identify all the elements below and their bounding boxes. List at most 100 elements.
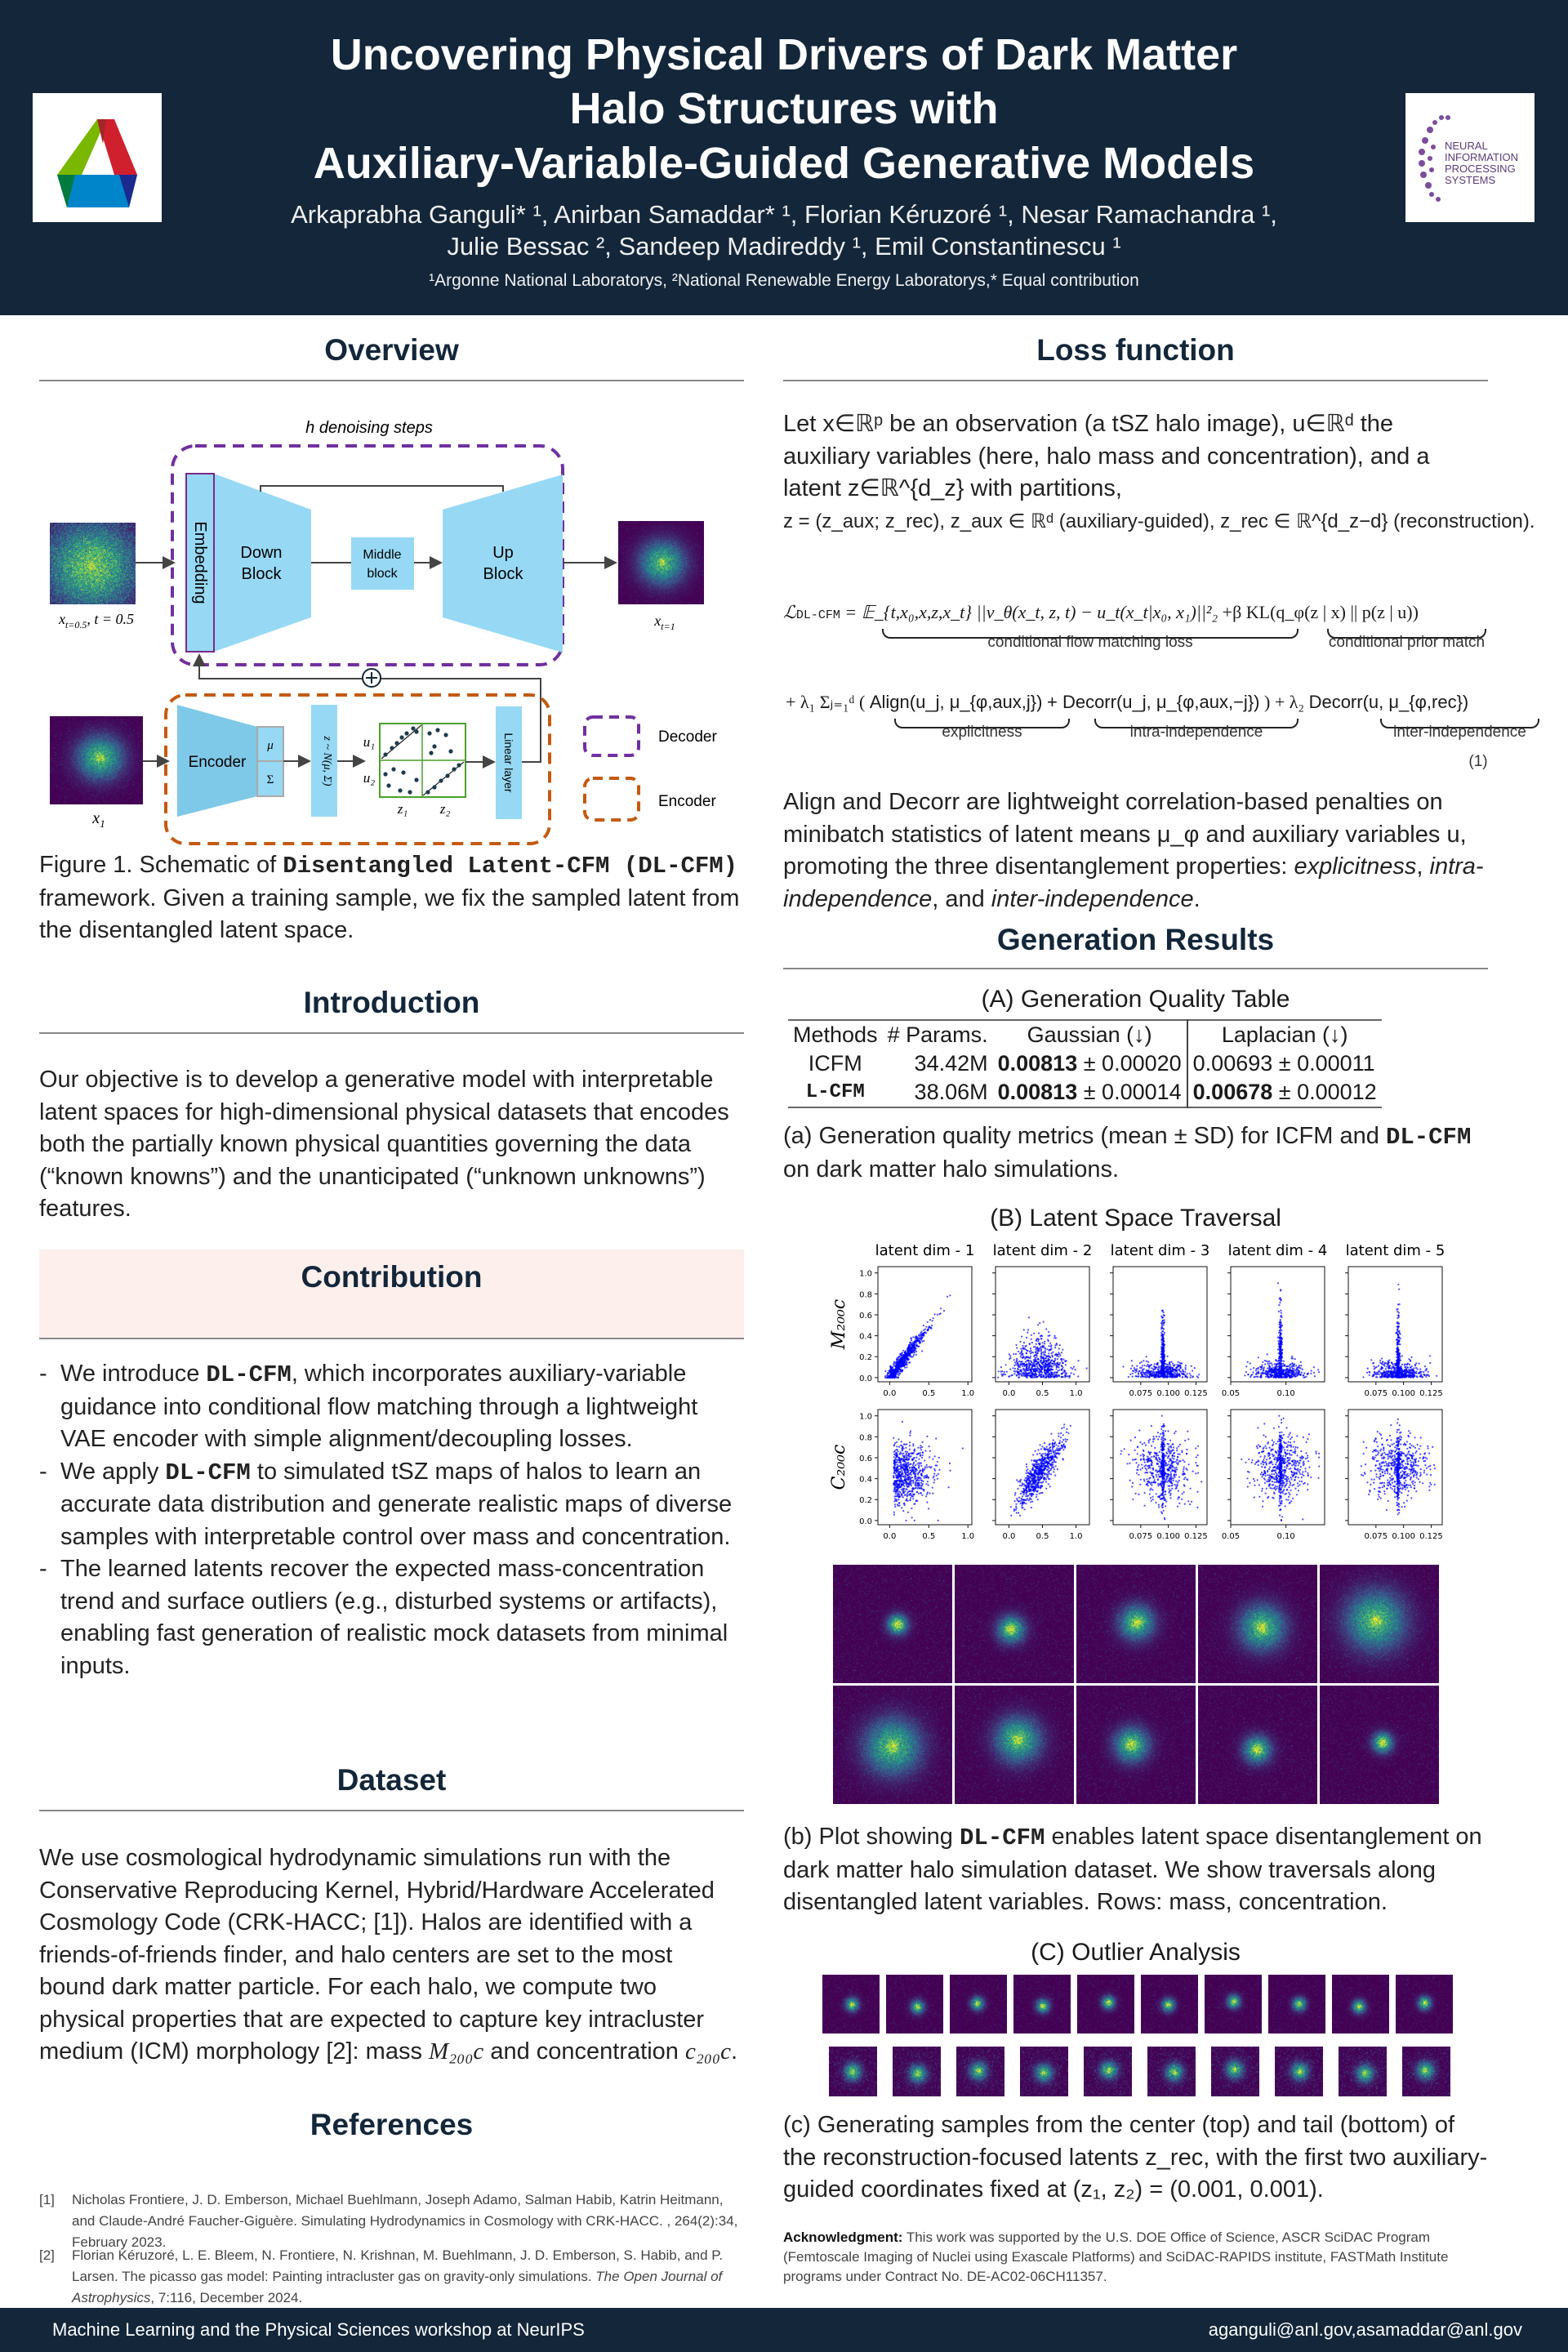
scatter-point bbox=[895, 1361, 898, 1363]
scatter-point bbox=[1179, 1366, 1182, 1369]
scatter-point bbox=[906, 1458, 908, 1461]
scatter-point bbox=[894, 1505, 897, 1508]
scatter-point bbox=[1143, 1373, 1146, 1375]
scatter-point bbox=[910, 1337, 912, 1340]
scatter-point bbox=[919, 1487, 921, 1490]
latent-sample-dot bbox=[398, 788, 403, 793]
scatter-point bbox=[890, 1376, 893, 1379]
scatter-point bbox=[910, 1492, 912, 1495]
scatter-point bbox=[902, 1354, 904, 1356]
scatter-point bbox=[893, 1445, 895, 1447]
scatter-point bbox=[1276, 1282, 1280, 1285]
scatter-point bbox=[1061, 1357, 1063, 1361]
scatter-point bbox=[1035, 1374, 1037, 1376]
loss-equation-line-2: + λ₁ Σⱼ₌₁ᵈ ( Align(u_j, μ_{φ,aux,j}) + D… bbox=[786, 692, 1469, 712]
scatter-point bbox=[898, 1492, 900, 1494]
caption-code: Disentangled Latent-CFM (DL-CFM) bbox=[283, 853, 738, 880]
scatter-point bbox=[1025, 1336, 1028, 1339]
scatter-point bbox=[896, 1503, 899, 1506]
scatter-point bbox=[1184, 1366, 1187, 1369]
scatter-point bbox=[903, 1485, 906, 1487]
scatter-point bbox=[1027, 1475, 1029, 1477]
scatter-point bbox=[1031, 1494, 1033, 1497]
scatter-point bbox=[1040, 1348, 1042, 1350]
scatter-point bbox=[892, 1375, 894, 1378]
scatter-point bbox=[916, 1463, 919, 1465]
scatter-point bbox=[1164, 1359, 1166, 1362]
scatter-point bbox=[926, 1491, 929, 1494]
scatter-point bbox=[1383, 1365, 1386, 1367]
scatter-point bbox=[1423, 1365, 1427, 1368]
scatter-point bbox=[1163, 1373, 1165, 1375]
legend-encoder-label: Encoder bbox=[658, 793, 716, 810]
scatter-point bbox=[1072, 1373, 1075, 1375]
scatter-point bbox=[1405, 1367, 1407, 1370]
scatter-point bbox=[1286, 1365, 1289, 1368]
scatter-point bbox=[1278, 1304, 1281, 1307]
scatter-point bbox=[1036, 1367, 1039, 1370]
scatter-point bbox=[899, 1463, 902, 1466]
column-title: latent dim - 1 bbox=[875, 1242, 975, 1259]
scatter-point bbox=[924, 1468, 926, 1470]
scatter-point bbox=[949, 1469, 951, 1472]
scatter-point bbox=[1400, 1374, 1402, 1376]
scatter-point bbox=[1039, 1444, 1041, 1446]
scatter-point bbox=[1368, 1370, 1370, 1373]
neurips-logo: NEURAL INFORMATION PROCESSING SYSTEMS bbox=[1405, 93, 1535, 222]
scatter-point bbox=[961, 1447, 964, 1450]
scatter-point bbox=[920, 1445, 922, 1447]
scatter-point bbox=[1058, 1364, 1060, 1366]
scatter-point bbox=[898, 1464, 900, 1468]
scatter-point bbox=[1410, 1365, 1413, 1368]
scatter-point bbox=[916, 1481, 919, 1485]
scatter-point bbox=[911, 1356, 913, 1358]
equation-number: (1) bbox=[1468, 753, 1488, 770]
scatter-point bbox=[1015, 1374, 1018, 1377]
scatter-point bbox=[912, 1354, 915, 1356]
scatter-point bbox=[910, 1341, 912, 1343]
scatter-point bbox=[1419, 1375, 1421, 1378]
contribution-item: We apply DL-CFM to simulated tSZ maps of… bbox=[39, 1456, 744, 1554]
scatter-point bbox=[1016, 1371, 1019, 1374]
scatter-point bbox=[921, 1469, 924, 1472]
scatter-point bbox=[910, 1485, 912, 1487]
inter-brace bbox=[1380, 719, 1539, 728]
scatter-point bbox=[1163, 1321, 1165, 1324]
scatter-point bbox=[1384, 1373, 1387, 1375]
scatter-point bbox=[1405, 1369, 1408, 1371]
scatter-point bbox=[933, 1479, 936, 1481]
scatter-point bbox=[894, 1480, 897, 1482]
scatter-point bbox=[897, 1494, 899, 1496]
scatter-point bbox=[1145, 1371, 1147, 1374]
scatter-point bbox=[1184, 1368, 1187, 1370]
scatter-point bbox=[1066, 1428, 1068, 1430]
scatter-point bbox=[1060, 1376, 1062, 1379]
scatter-point bbox=[898, 1499, 900, 1501]
scatter-point bbox=[1271, 1370, 1273, 1373]
scatter-point bbox=[1166, 1374, 1169, 1377]
scatter-point bbox=[1291, 1370, 1294, 1372]
scatter-point bbox=[1293, 1363, 1295, 1366]
scatter-point bbox=[909, 1499, 911, 1501]
scatter-point bbox=[1050, 1473, 1053, 1476]
scatter-point bbox=[898, 1453, 901, 1455]
scatter-point bbox=[1030, 1334, 1033, 1336]
latent-partition: z = (z_aux; z_rec), z_aux ∈ ℝᵈ (auxiliar… bbox=[783, 510, 1535, 532]
scatter-point bbox=[1053, 1451, 1055, 1454]
scatter-point bbox=[929, 1450, 931, 1452]
scatter-point bbox=[1166, 1373, 1169, 1375]
scatter-point bbox=[1008, 1353, 1010, 1356]
scatter-point bbox=[901, 1450, 903, 1452]
scatter-point bbox=[1277, 1310, 1280, 1313]
scatter-point bbox=[1026, 1465, 1028, 1468]
row-label: M₂₀₀c bbox=[829, 1299, 849, 1350]
x1-label: x1 bbox=[91, 809, 105, 830]
scatter-point bbox=[1390, 1361, 1393, 1364]
scatter-point bbox=[1050, 1344, 1053, 1347]
scatter-point bbox=[1049, 1348, 1052, 1351]
scatter-point bbox=[1177, 1365, 1179, 1368]
scatter-point bbox=[893, 1453, 896, 1455]
scatter-point bbox=[1140, 1371, 1143, 1374]
scatter-point bbox=[921, 1350, 924, 1352]
contribution-list: We introduce DL-CFM, which incorporates … bbox=[39, 1358, 744, 1682]
